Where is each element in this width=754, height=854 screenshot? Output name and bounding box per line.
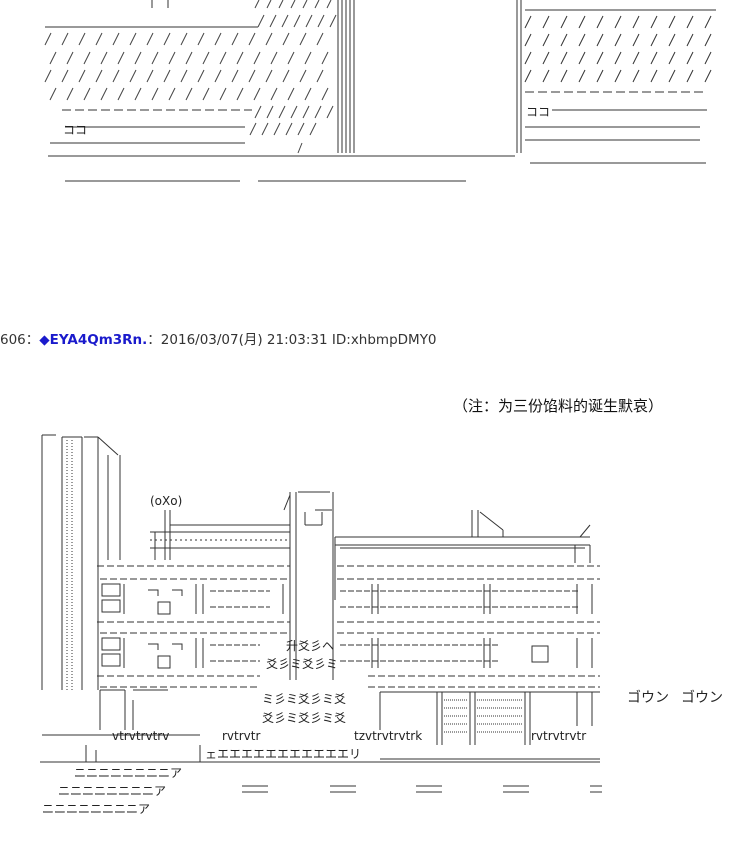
annotation-note: （注：为三份馅料的诞生默哀） — [453, 397, 664, 415]
floor-tiles — [242, 785, 602, 793]
post-header: 606：◆EYA4Qm3Rn.：2016/03/07(月) 21:03:31 I… — [0, 331, 437, 349]
stair-row-3: ニニニニニニニニア — [42, 802, 151, 816]
top-art-left — [45, 0, 515, 182]
windows-right — [340, 584, 593, 668]
sound-effect-2: ゴウン — [681, 690, 723, 706]
conveyor-right: rvtrvtrvtr — [531, 729, 587, 743]
conveyor-tail: tzvtrvtrvtrk — [354, 729, 423, 743]
post-separator: ： — [25, 332, 40, 348]
post-datetime: 2016/03/07(月) 21:03:31 — [160, 332, 328, 348]
steam-row-1: 升爻彡ヘ — [286, 639, 335, 653]
stair-row-2: ニニニニニニニニア — [58, 784, 167, 798]
author-tripcode[interactable]: EYA4Qm3Rn. — [49, 332, 148, 348]
post-id-label: ID: — [331, 332, 351, 348]
steam-row-2: 爻彡ミ爻彡ミ — [266, 657, 339, 671]
top-hatch-left — [44, 0, 337, 154]
koko-label-right: ココ — [526, 105, 551, 119]
steam-row-3: ミ彡ミ爻彡ミ爻 — [262, 692, 347, 706]
steam-row-4: 爻彡ミ爻彡ミ爻 — [262, 711, 347, 725]
post-id-value[interactable]: xhbmpDMY0 — [350, 332, 437, 348]
top-art-right — [516, 0, 716, 164]
sound-effect-1: ゴウン — [627, 690, 669, 706]
post-number: 606 — [0, 332, 26, 348]
trip-diamond-icon: ◆ — [39, 332, 50, 348]
koko-label-left: ココ — [63, 123, 88, 137]
windows-left — [101, 583, 284, 669]
lower-machinery — [40, 689, 600, 763]
base-row: ェエエエエエエエエエエエリ — [205, 747, 362, 761]
post-colon: ： — [147, 332, 161, 348]
conveyor-left: vtrvtrvtrv — [112, 729, 170, 743]
factory-frame — [41, 434, 591, 690]
floor-bands — [97, 565, 600, 688]
stair-row-1: ニニニニニニニニア — [74, 766, 183, 780]
conveyor-mid: rvtrvtr — [222, 729, 261, 743]
face-label: (oXo) — [150, 494, 183, 508]
